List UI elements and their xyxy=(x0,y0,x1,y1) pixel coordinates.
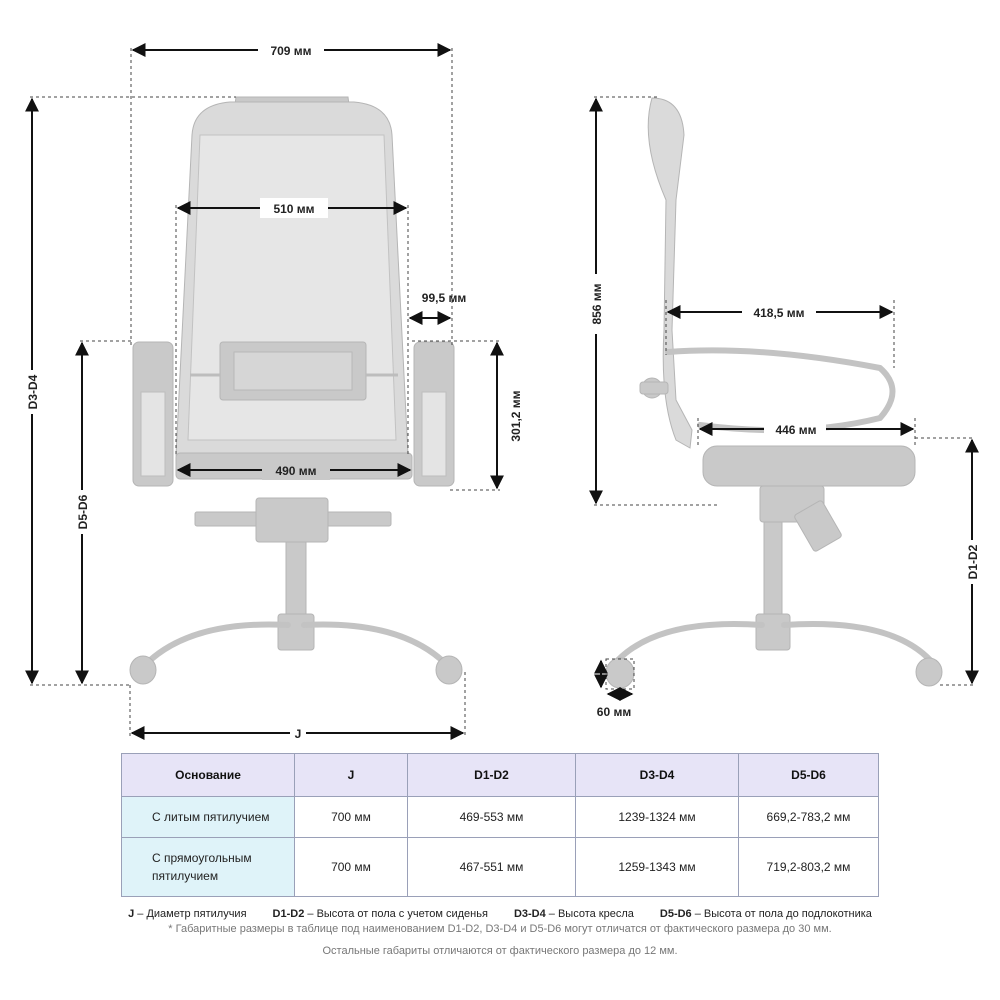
spec-table: Основание J D1-D2 D3-D4 D5-D6 С литым пя… xyxy=(121,753,879,897)
table-cell: 1259-1343 мм xyxy=(575,837,739,897)
table-cell: 700 мм xyxy=(294,796,408,838)
table-header-cell: D3-D4 xyxy=(575,753,739,797)
table-header-cell: Основание xyxy=(121,753,295,797)
label-seat-width: 490 мм xyxy=(275,464,316,478)
label-back-height: 856 мм xyxy=(590,283,604,324)
table-header-row: Основание J D1-D2 D3-D4 D5-D6 xyxy=(121,753,879,797)
label-arm-floor: D5-D6 xyxy=(76,494,90,529)
legend: J – Диаметр пятилучия D1-D2 – Высота от … xyxy=(0,908,1000,957)
label-base: J xyxy=(295,727,302,740)
table-header-cell: D1-D2 xyxy=(407,753,576,797)
label-wheel: 60 мм xyxy=(597,705,632,719)
front-left-caster xyxy=(129,655,157,685)
side-left-caster xyxy=(605,657,635,689)
label-armrest-offset: 99,5 мм xyxy=(422,291,467,305)
label-seat-depth-top: 418,5 мм xyxy=(753,306,804,320)
legend-item-d1: D1-D2 – Высота от пола с учетом сиденья xyxy=(272,908,488,920)
side-backrest xyxy=(647,97,693,449)
table-header-cell: J xyxy=(294,753,408,797)
front-right-caster xyxy=(435,655,463,685)
table-cell: 719,2-803,2 мм xyxy=(738,837,879,897)
table-cell: 1239-1324 мм xyxy=(575,796,739,838)
table-cell: С прямоугольным пятилучием xyxy=(121,837,295,897)
table-cell: 467-551 мм xyxy=(407,837,576,897)
dimension-labels: 709 мм 510 мм 99,5 мм 301,2 мм 490 мм D3… xyxy=(22,40,982,740)
table-row: С литым пятилучием 700 мм 469-553 мм 123… xyxy=(121,796,879,838)
legend-keys: J – Диаметр пятилучия D1-D2 – Высота от … xyxy=(0,908,1000,920)
label-seat-floor: D1-D2 xyxy=(966,544,980,579)
footnote-other: Остальные габариты отличаются от фактиче… xyxy=(322,945,678,957)
side-right-caster xyxy=(915,657,943,687)
legend-item-d5: D5-D6 – Высота от пола до подлокотника xyxy=(659,908,872,920)
table-cell: 469-553 мм xyxy=(407,796,576,838)
legend-item-d3: D3-D4 – Высота кресла xyxy=(513,908,634,920)
table-row: С прямоугольным пятилучием 700 мм 467-55… xyxy=(121,837,879,897)
label-armrest-height: 301,2 мм xyxy=(509,390,523,441)
table-cell: 669,2-783,2 мм xyxy=(738,796,879,838)
label-back-width: 510 мм xyxy=(273,202,314,216)
table-cell: 700 мм xyxy=(294,837,408,897)
label-seat-depth: 446 мм xyxy=(775,423,816,437)
table-header-cell: D5-D6 xyxy=(738,753,879,797)
side-gas-lift xyxy=(763,521,783,623)
label-height: D3-D4 xyxy=(26,374,40,409)
label-width-total: 709 мм xyxy=(270,44,311,58)
footnote-tolerance: * Габаритные размеры в таблице под наиме… xyxy=(168,923,832,935)
chair-side-view xyxy=(605,97,943,689)
legend-item-j: J – Диаметр пятилучия xyxy=(128,908,247,920)
table-cell: С литым пятилучием xyxy=(121,796,295,838)
chair-front-view xyxy=(129,96,463,685)
side-seat xyxy=(702,445,916,487)
front-gas-lift xyxy=(285,541,307,623)
chair-dimension-drawing: 709 мм 510 мм 99,5 мм 301,2 мм 490 мм D3… xyxy=(22,40,982,740)
